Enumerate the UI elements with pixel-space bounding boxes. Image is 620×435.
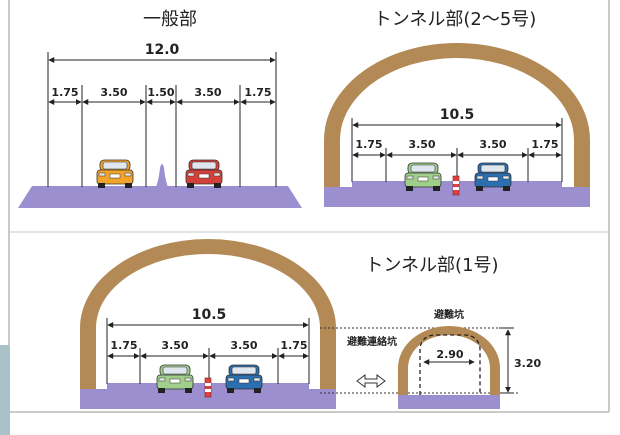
general-section: 一般部 12.0 1.75 3.50 1.50 3.50 1.75 [18,9,302,208]
general-dim-lane-right: 3.50 [194,86,221,99]
car-icon [404,162,442,191]
car-icon [185,159,223,188]
tunnel-2-5-dim-lane-left: 3.50 [408,138,435,151]
double-arrow-icon [356,374,386,388]
evac-width: 2.90 [436,348,463,361]
tunnel-1-dim-shoulder-right: 1.75 [280,339,307,352]
general-dim-median: 1.50 [147,86,174,99]
car-icon [225,364,263,393]
evac-tunnel-label: 避難坑 [433,308,464,321]
tunnel-2-5-dim-lane-right: 3.50 [479,138,506,151]
tunnel-1-dim-lane-left: 3.50 [161,339,188,352]
bollard-icon [452,175,460,196]
tunnel-1-title: トンネル部(1号) [365,255,498,276]
car-icon [156,364,194,393]
tunnel-2-5-curb-right [562,181,574,187]
general-dim-shoulder-right: 1.75 [244,86,271,99]
general-road-surface [18,186,302,208]
tunnel-1-curb-left [96,383,107,389]
bollard-icon [204,377,212,398]
frame [8,0,610,413]
evac-height: 3.20 [514,357,541,370]
general-total-width: 12.0 [145,42,180,58]
tunnel-2-5-curb-left [340,181,352,187]
evac-tunnel-base [398,395,500,409]
general-dim-lane-left: 3.50 [100,86,127,99]
tunnel-1-curb-right [309,383,320,389]
tunnel-1-dim-lane-right: 3.50 [230,339,257,352]
tunnel-2-5-title: トンネル部(2～5号) [374,9,537,30]
tunnel-2-5-total-width: 10.5 [440,107,475,123]
general-median-bump [154,164,170,190]
evac-clearance-outline [419,334,481,395]
tunnel-1-dim-shoulder-left: 1.75 [110,339,137,352]
tunnel-2-5-dim-shoulder-right: 1.75 [531,138,558,151]
tunnel-1-section: トンネル部(1号) 10.5 1.75 3.50 3.50 1.75 避難連絡坑 [80,239,541,409]
tunnel-2-5-dim-shoulder-left: 1.75 [355,138,382,151]
car-icon [474,162,512,191]
general-section-title: 一般部 [143,9,197,30]
general-dim-shoulder-left: 1.75 [51,86,78,99]
car-icon [96,159,134,188]
background-photo-edge [0,345,10,435]
tunnel-2-5-section: トンネル部(2～5号) 10.5 1.75 3.50 3.50 1.75 [324,9,590,207]
tunnel-1-total-width: 10.5 [192,307,227,323]
evac-connection-label: 避難連絡坑 [346,335,397,348]
